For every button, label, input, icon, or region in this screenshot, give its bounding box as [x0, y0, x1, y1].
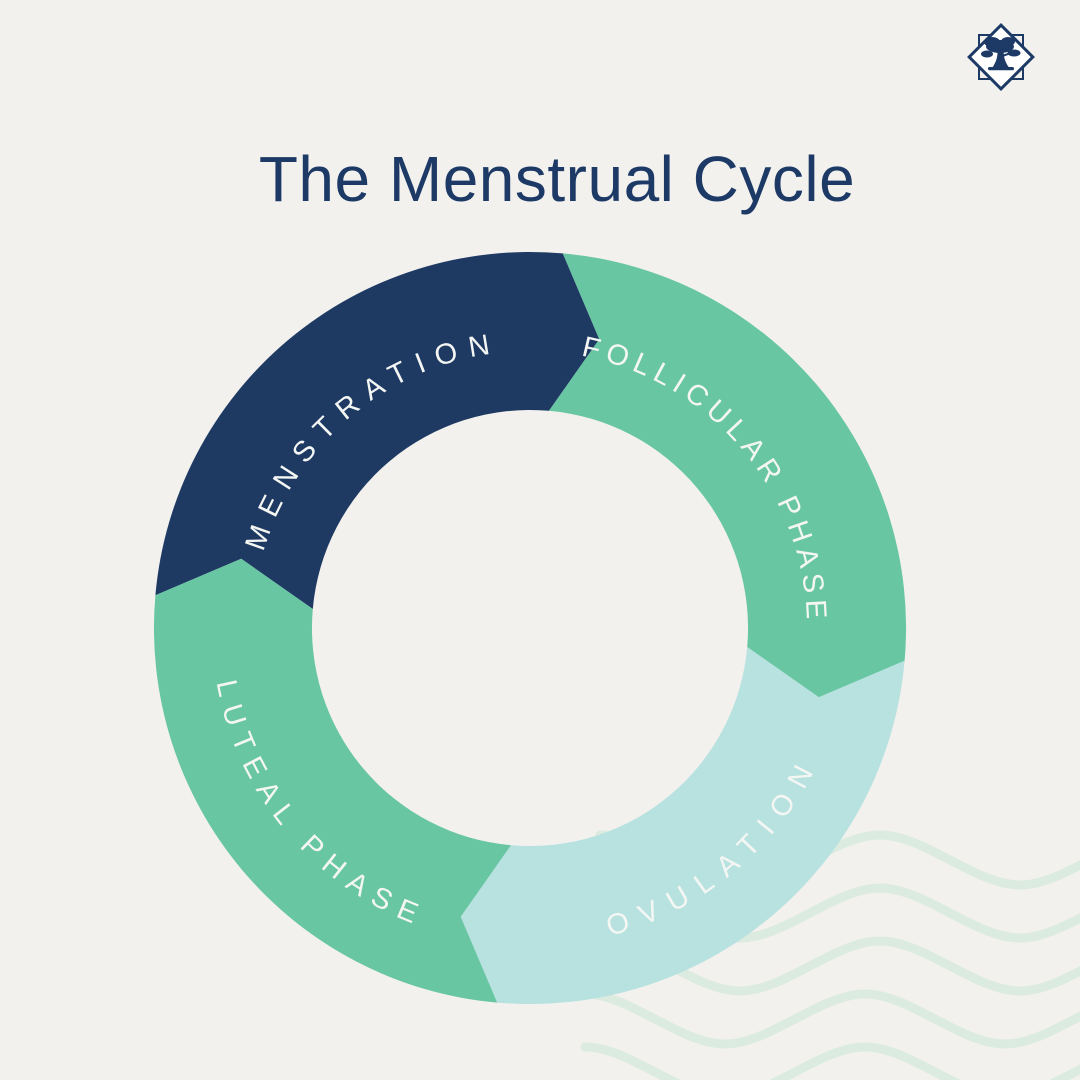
segment-menstruation — [155, 251, 600, 609]
segment-ovulation — [460, 647, 905, 1005]
wave-line — [580, 989, 1080, 1049]
tree-in-diamond-icon — [967, 23, 1035, 91]
cycle-ring — [153, 251, 907, 1005]
wave-line — [595, 936, 1080, 996]
wave-line — [580, 1042, 1080, 1080]
segment-luteal — [153, 558, 511, 1003]
tree-icon — [981, 37, 1021, 71]
page-title: The Menstrual Cycle — [258, 143, 856, 215]
segment-follicular — [549, 253, 907, 698]
